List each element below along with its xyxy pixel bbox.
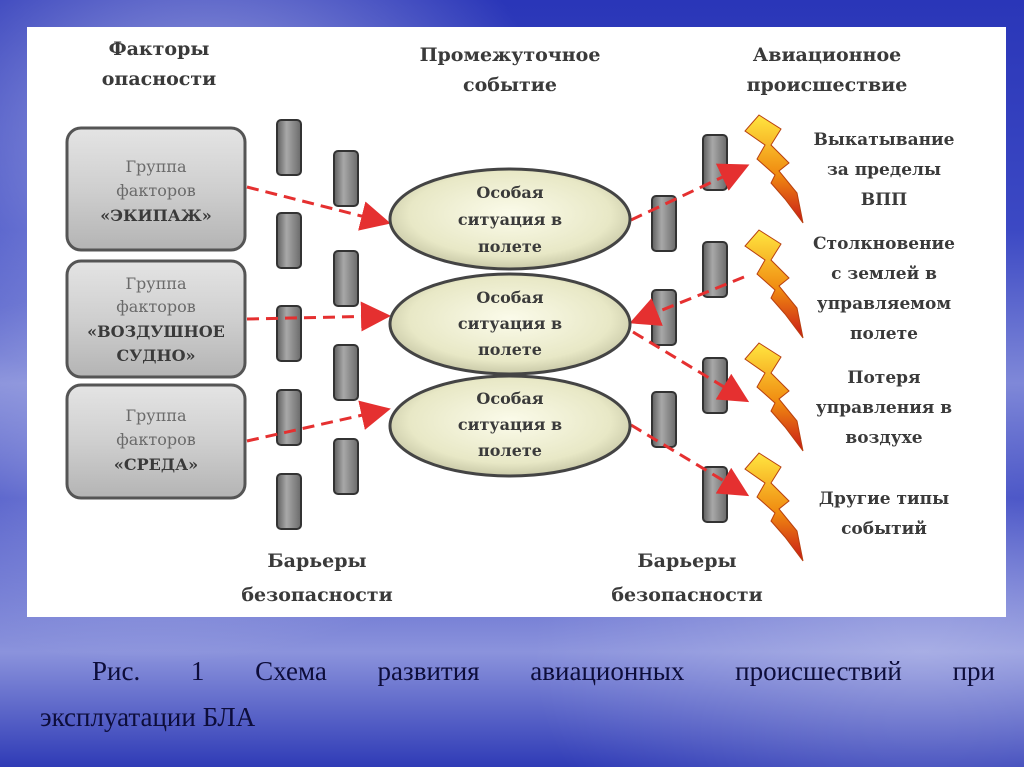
intermediate-event-3-l3: полете	[478, 441, 542, 460]
header-intermediate-l1: Промежуточное	[420, 44, 601, 66]
barriers-right-l2: безопасности	[611, 584, 762, 606]
outcome-1-l2: за пределы	[827, 160, 941, 180]
intermediate-event-1-l2: ситуация в	[458, 210, 562, 229]
arrow	[246, 185, 391, 231]
arrow	[629, 275, 745, 326]
intermediate-event-2-l2: ситуация в	[458, 314, 562, 333]
factor-group-crew-l2: факторов	[116, 181, 195, 200]
barriers-left-l2: безопасности	[241, 584, 392, 606]
barrier	[333, 150, 359, 207]
header-intermediate-l2: событие	[463, 74, 557, 96]
factor-group-aircraft-l3: «ВОЗДУШНОЕ	[87, 322, 225, 341]
barrier	[333, 250, 359, 307]
header-accident-l1: Авиационное	[753, 44, 901, 66]
factor-group-crew: Группа факторов «ЭКИПАЖ»	[65, 126, 247, 252]
outcome-2-l4: полете	[850, 324, 918, 344]
lightning-icon	[744, 114, 804, 224]
barrier	[651, 391, 677, 448]
lightning-icons	[744, 114, 804, 562]
intermediate-event-2: Особая ситуация в полете	[388, 272, 632, 376]
arrow	[246, 400, 391, 443]
outcome-3-l2: управления в	[816, 398, 952, 418]
arrow	[632, 330, 750, 403]
barrier	[276, 473, 302, 530]
barrier	[276, 119, 302, 176]
lightning-icon	[744, 452, 804, 562]
barrier	[702, 241, 728, 298]
lightning-icon	[744, 342, 804, 452]
caption-line-1: Рис. 1 Схема развития авиационных происш…	[92, 656, 995, 686]
intermediate-event-1-l1: Особая	[476, 183, 543, 202]
intermediate-event-1: Особая ситуация в полете	[388, 167, 632, 271]
hazard-diagram: Факторы опасности Промежуточное событие …	[65, 38, 955, 606]
header-factors-l1: Факторы	[109, 38, 210, 60]
factor-group-environment: Группа факторов «СРЕДА»	[65, 383, 247, 500]
barrier	[651, 289, 677, 346]
intermediate-event-3-l1: Особая	[476, 389, 543, 408]
intermediate-event-2-l3: полете	[478, 340, 542, 359]
header-accident-l2: происшествие	[747, 74, 908, 96]
barrier	[333, 344, 359, 401]
arrow	[246, 301, 391, 332]
factor-group-aircraft-l4: СУДНО»	[117, 346, 196, 365]
intermediate-event-1-l3: полете	[478, 237, 542, 256]
barrier	[276, 305, 302, 362]
outcome-2-l3: управляемом	[817, 294, 952, 314]
diagram-panel: Факторы опасности Промежуточное событие …	[27, 27, 1006, 617]
header-factors-l2: опасности	[102, 68, 216, 90]
outcome-cfit: Столкновение с землей в управляемом поле…	[813, 234, 955, 344]
outcome-3-l1: Потеря	[847, 368, 920, 388]
barriers-right-l1: Барьеры	[637, 550, 736, 572]
figure-caption: Рис. 1 Схема развития авиационных происш…	[40, 648, 995, 740]
barriers-left-l1: Барьеры	[267, 550, 366, 572]
factor-group-crew-l3: «ЭКИПАЖ»	[100, 206, 212, 225]
factor-group-crew-l1: Группа	[125, 157, 187, 176]
outcome-2-l1: Столкновение	[813, 234, 955, 254]
factor-group-aircraft-l1: Группа	[125, 274, 187, 293]
outcome-4-l2: событий	[841, 519, 927, 539]
outcome-1-l1: Выкатывание	[814, 130, 955, 150]
outcome-runway-excursion: Выкатывание за пределы ВПП	[814, 130, 955, 210]
caption-line-2: эксплуатации БЛА	[40, 702, 256, 732]
barrier	[651, 195, 677, 252]
outcome-3-l3: воздухе	[845, 428, 922, 448]
outcome-4-l1: Другие типы	[819, 489, 949, 509]
outcome-other: Другие типы событий	[819, 489, 949, 539]
outcome-1-l3: ВПП	[861, 190, 907, 210]
factor-group-aircraft-l2: факторов	[116, 297, 195, 316]
intermediate-event-3: Особая ситуация в полете	[388, 374, 632, 478]
arrow	[630, 423, 750, 497]
factor-group-environment-l3: «СРЕДА»	[114, 455, 198, 474]
left-barriers	[276, 119, 359, 530]
lightning-icon	[744, 229, 804, 339]
outcome-loss-of-control: Потеря управления в воздухе	[816, 368, 952, 448]
factor-group-environment-l2: факторов	[116, 430, 195, 449]
intermediate-event-2-l1: Особая	[476, 288, 543, 307]
barrier	[333, 438, 359, 495]
factor-group-aircraft: Группа факторов «ВОЗДУШНОЕ СУДНО»	[65, 259, 247, 379]
barrier	[276, 212, 302, 269]
barrier	[276, 389, 302, 446]
outcome-2-l2: с землей в	[831, 264, 937, 284]
intermediate-event-3-l2: ситуация в	[458, 415, 562, 434]
arrows	[246, 163, 750, 497]
arrow	[630, 163, 750, 222]
factor-group-environment-l1: Группа	[125, 406, 187, 425]
barrier	[702, 134, 728, 191]
